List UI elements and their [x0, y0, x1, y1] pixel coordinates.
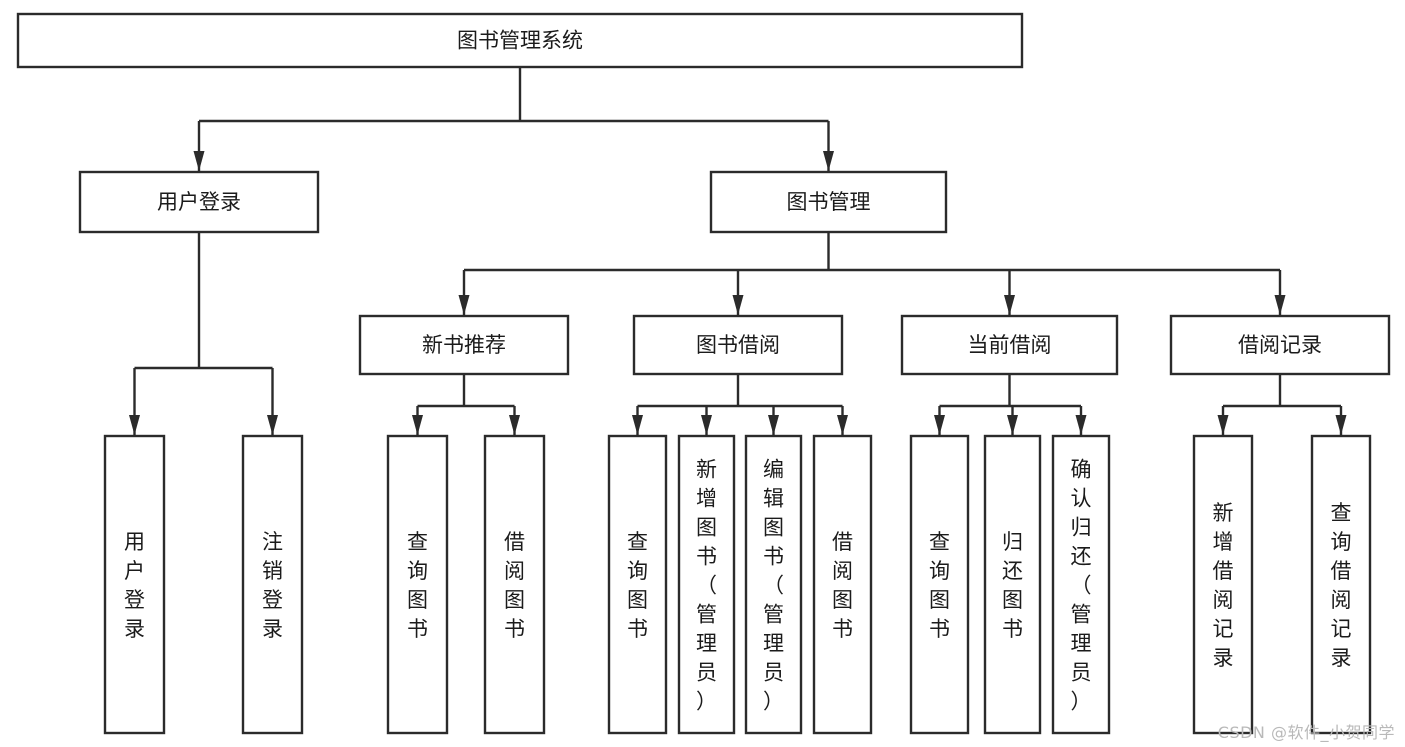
node-leaf-add-record[interactable]: 新增借阅记录 [1192, 434, 1254, 735]
node-label-current-borrow: 当前借阅 [968, 333, 1052, 357]
arrow-head [1004, 295, 1015, 315]
node-layer: 图书管理系统用户登录图书管理新书推荐图书借阅当前借阅借阅记录用户登录注销登录查询… [16, 12, 1391, 735]
arrow-head [129, 415, 140, 435]
node-label-leaf-return-book: 归还图书 [1002, 530, 1023, 641]
node-box-leaf-query-book-2 [607, 434, 668, 735]
arrow-head [823, 151, 834, 171]
node-label-leaf-query-book-3: 查询图书 [929, 530, 950, 641]
node-box-leaf-add-record [1192, 434, 1254, 735]
arrow-head [934, 415, 945, 435]
node-box-leaf-query-book-1 [386, 434, 449, 735]
node-book-management[interactable]: 图书管理 [709, 170, 948, 234]
arrow-head [193, 151, 205, 171]
node-leaf-edit-book[interactable]: 编辑图书（管理员） [744, 434, 803, 735]
node-box-root [16, 12, 1024, 69]
node-label-leaf-query-book-1: 查询图书 [407, 530, 428, 641]
node-box-new-book-recommend [358, 314, 570, 376]
csdn-watermark: CSDN @软件_小贺同学 [1217, 723, 1395, 742]
node-box-current-borrow [900, 314, 1119, 376]
node-box-leaf-borrow-book-2 [812, 434, 873, 735]
node-leaf-logout[interactable]: 注销登录 [241, 434, 304, 735]
node-label-new-book-recommend: 新书推荐 [422, 333, 506, 357]
node-label-leaf-edit-book: 编辑图书（管理员） [763, 458, 784, 714]
node-leaf-borrow-book-2[interactable]: 借阅图书 [812, 434, 873, 735]
node-label-leaf-add-record: 新增借阅记录 [1213, 501, 1234, 670]
node-box-leaf-return-book [983, 434, 1042, 735]
node-label-leaf-logout: 注销登录 [262, 530, 283, 641]
node-box-leaf-add-book [677, 434, 736, 735]
node-box-leaf-query-record [1310, 434, 1372, 735]
arrow-head [412, 415, 423, 435]
node-box-leaf-borrow-book-1 [483, 434, 546, 735]
arrow-head [267, 415, 278, 435]
node-leaf-query-book-2[interactable]: 查询图书 [607, 434, 668, 735]
node-leaf-add-book[interactable]: 新增图书（管理员） [677, 434, 736, 735]
node-borrow-record[interactable]: 借阅记录 [1169, 314, 1391, 376]
arrow-head [768, 415, 779, 435]
node-label-book-management: 图书管理 [787, 190, 871, 214]
arrow-head [732, 295, 744, 315]
node-box-borrow-record [1169, 314, 1391, 376]
node-box-book-management [709, 170, 948, 234]
arrow-head [458, 295, 470, 315]
arrow-head [701, 415, 712, 435]
node-label-book-borrow: 图书借阅 [696, 333, 780, 357]
arrow-head [632, 415, 643, 435]
arrow-head [1335, 415, 1347, 435]
node-leaf-confirm-return[interactable]: 确认归还（管理员） [1051, 434, 1111, 735]
node-label-leaf-query-book-2: 查询图书 [627, 530, 648, 641]
node-box-leaf-edit-book [744, 434, 803, 735]
node-label-user-login: 用户登录 [157, 190, 241, 214]
node-leaf-query-record[interactable]: 查询借阅记录 [1310, 434, 1372, 735]
arrow-head [1075, 415, 1087, 435]
node-label-leaf-add-book: 新增图书（管理员） [696, 458, 717, 714]
arrow-head [1274, 295, 1286, 315]
node-leaf-query-book-1[interactable]: 查询图书 [386, 434, 449, 735]
node-user-login[interactable]: 用户登录 [78, 170, 320, 234]
node-box-user-login [78, 170, 320, 234]
node-new-book-recommend[interactable]: 新书推荐 [358, 314, 570, 376]
node-book-borrow[interactable]: 图书借阅 [632, 314, 844, 376]
node-box-leaf-query-book-3 [909, 434, 970, 735]
node-label-leaf-query-record: 查询借阅记录 [1331, 501, 1352, 670]
node-label-borrow-record: 借阅记录 [1238, 333, 1322, 357]
node-leaf-borrow-book-1[interactable]: 借阅图书 [483, 434, 546, 735]
node-root[interactable]: 图书管理系统 [16, 12, 1024, 69]
node-label-root: 图书管理系统 [457, 29, 583, 53]
connector-layer [129, 67, 1347, 435]
node-label-leaf-borrow-book-1: 借阅图书 [504, 530, 525, 641]
node-box-leaf-user-login [103, 434, 166, 735]
arrow-head [1217, 415, 1229, 435]
arrow-head [837, 415, 848, 435]
node-current-borrow[interactable]: 当前借阅 [900, 314, 1119, 376]
node-box-leaf-confirm-return [1051, 434, 1111, 735]
node-label-leaf-confirm-return: 确认归还（管理员） [1071, 458, 1092, 714]
arrow-head [1007, 415, 1018, 435]
node-leaf-query-book-3[interactable]: 查询图书 [909, 434, 970, 735]
arrow-head [509, 415, 520, 435]
node-label-leaf-user-login: 用户登录 [124, 530, 145, 641]
node-leaf-user-login[interactable]: 用户登录 [103, 434, 166, 735]
node-box-book-borrow [632, 314, 844, 376]
node-label-leaf-borrow-book-2: 借阅图书 [832, 530, 853, 641]
node-leaf-return-book[interactable]: 归还图书 [983, 434, 1042, 735]
node-box-leaf-logout [241, 434, 304, 735]
